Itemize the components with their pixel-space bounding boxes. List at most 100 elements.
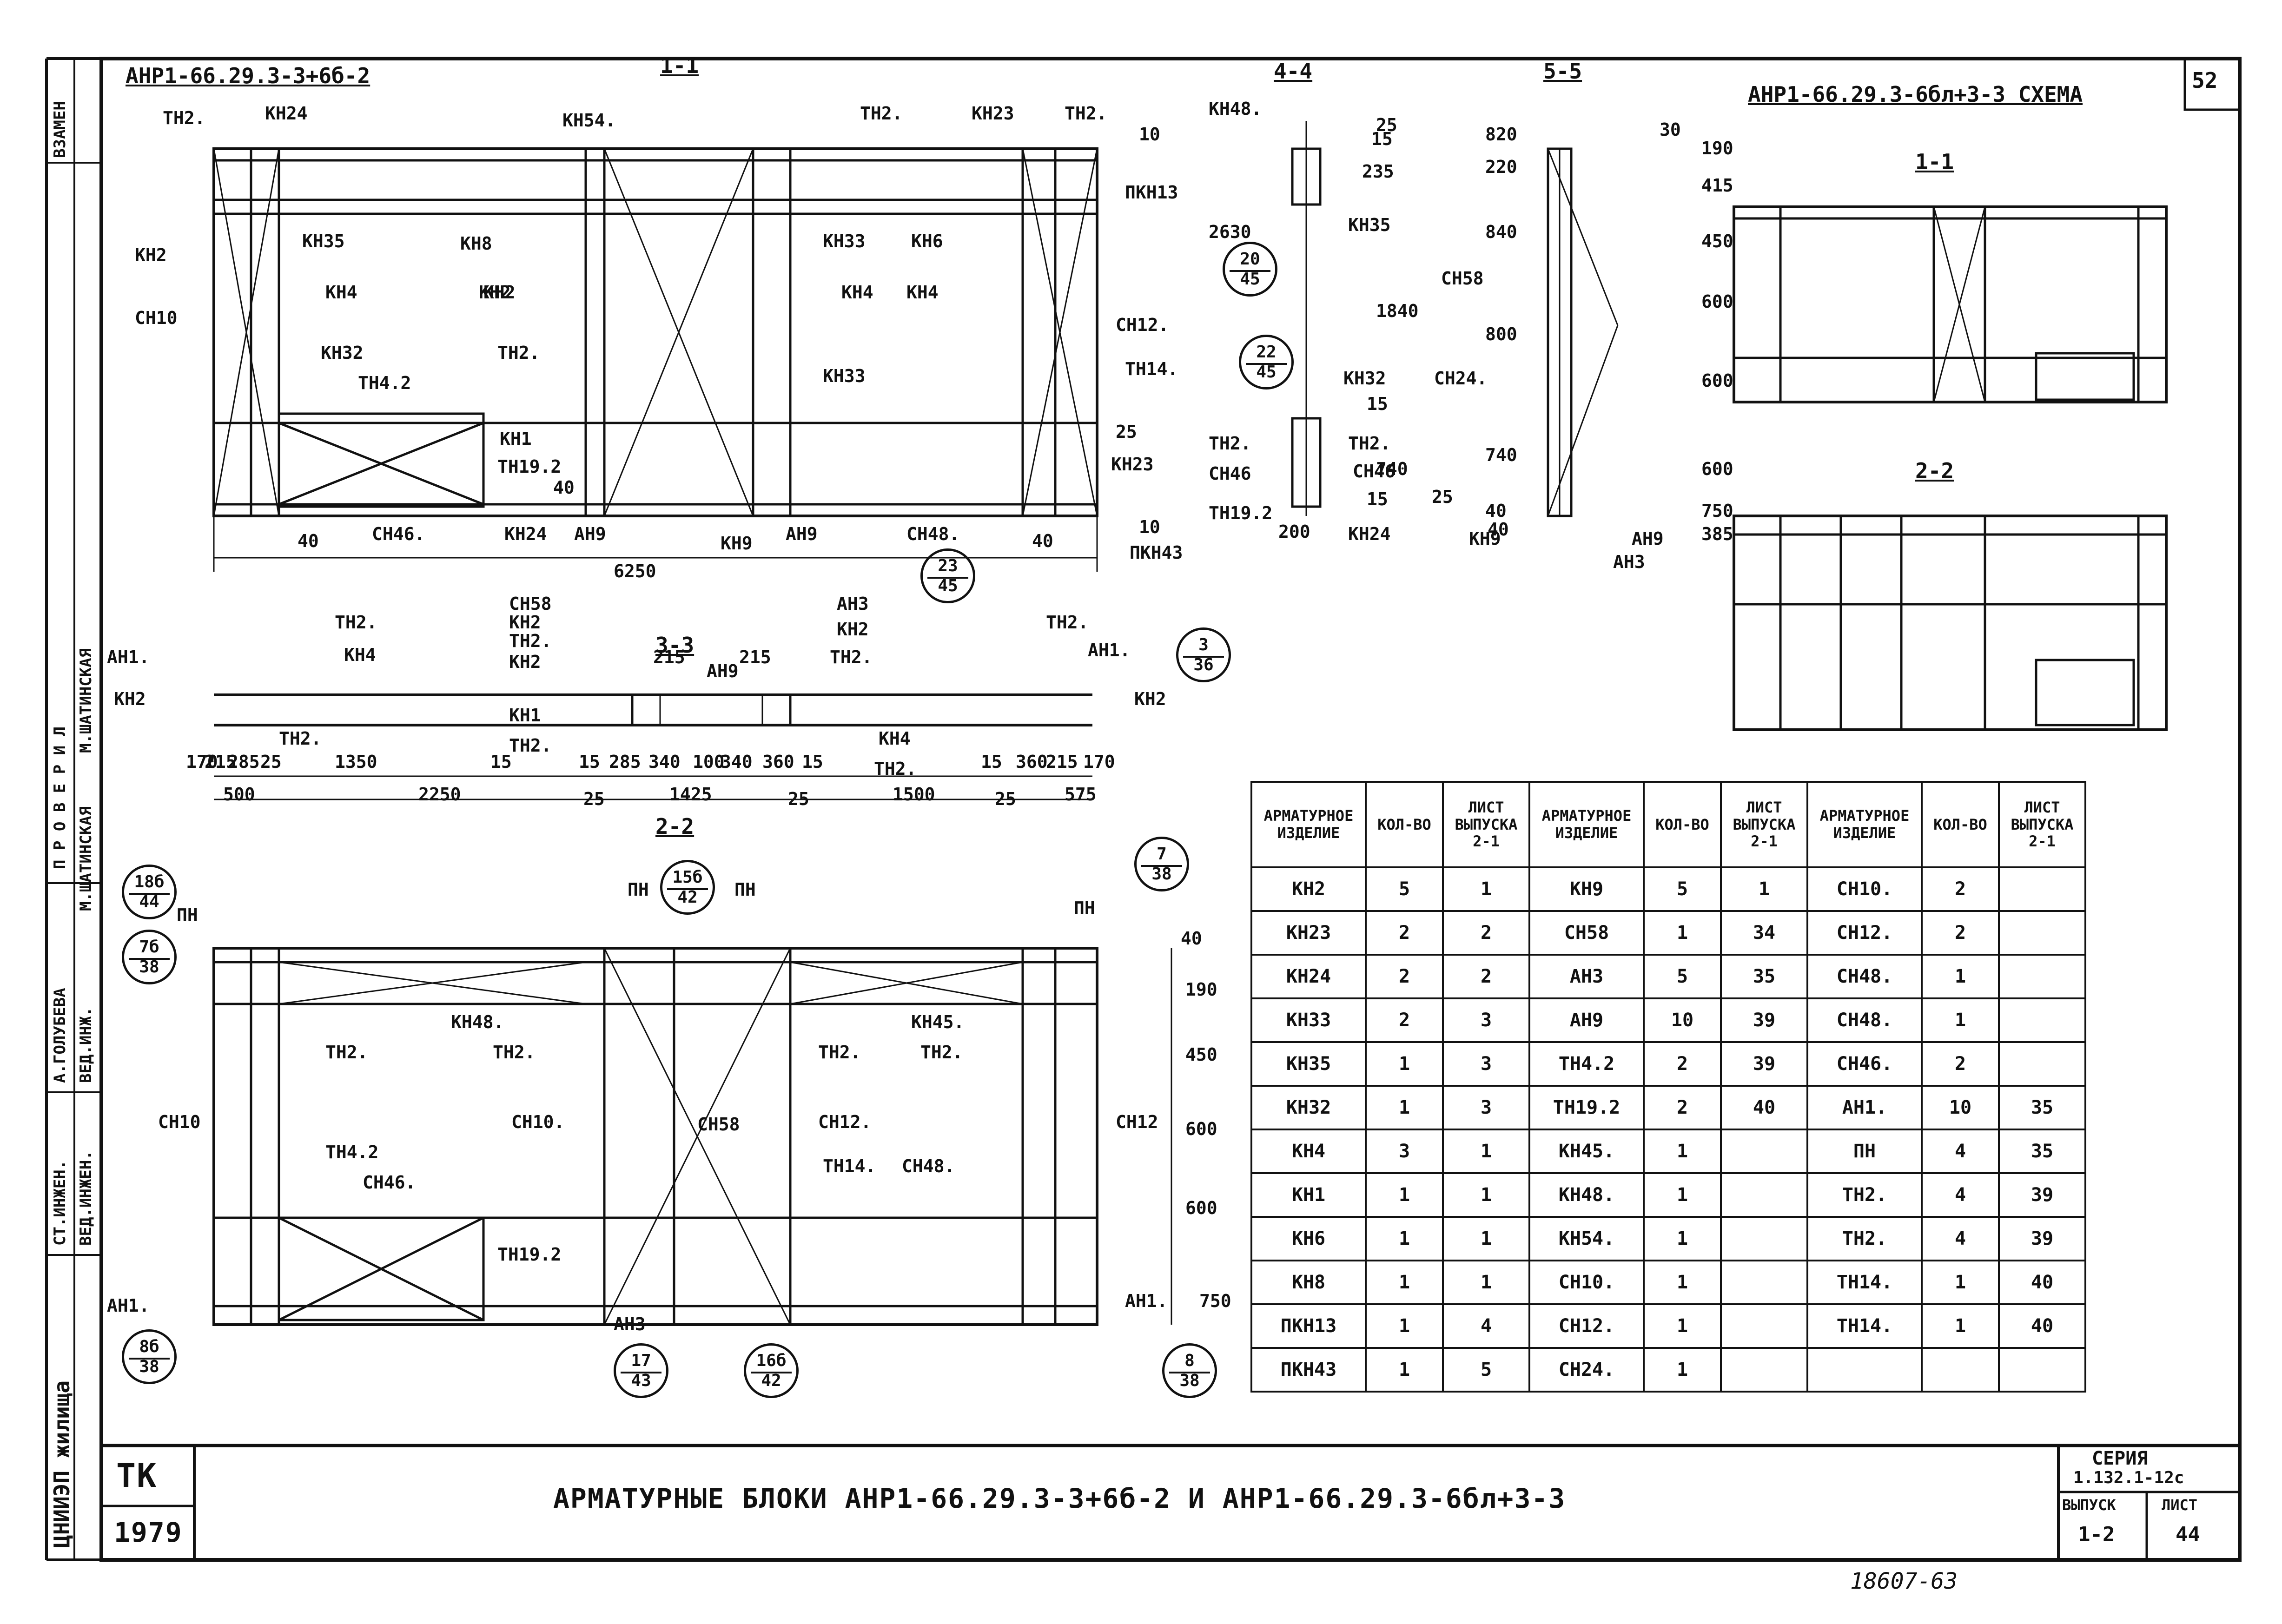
element-label: АН9	[574, 524, 606, 544]
callout-bottom: 38	[1151, 865, 1172, 884]
spec-cell: КН45.	[1528, 1129, 1645, 1174]
spec-cell	[1998, 910, 2086, 956]
dimension-label: 15	[1371, 129, 1393, 149]
dimension-label: 40	[298, 531, 319, 551]
element-label: КН48.	[451, 1012, 504, 1032]
element-label: КН2	[509, 652, 541, 672]
element-label: КН33	[823, 366, 866, 386]
element-label: КН23	[972, 103, 1014, 124]
element-label: ТН2.	[1348, 433, 1391, 454]
spec-cell: 1	[1442, 866, 1530, 912]
spec-cell: КН48.	[1528, 1172, 1645, 1218]
spec-cell: 4	[1442, 1303, 1530, 1349]
spec-cell: КН9	[1528, 866, 1645, 912]
element-label: ТН2.	[1209, 433, 1251, 454]
spec-cell: 10	[1643, 997, 1722, 1043]
list-value: 44	[2176, 1523, 2200, 1546]
element-label: ТН2.	[1065, 103, 1107, 124]
spec-cell: 1	[1365, 1260, 1444, 1305]
spec-cell: 3	[1442, 997, 1530, 1043]
spec-cell	[1998, 1347, 2086, 1393]
spec-cell: 1	[1643, 1260, 1722, 1305]
element-label: ТН19.2	[497, 1244, 562, 1265]
element-label: АН9	[707, 661, 739, 681]
element-label: КН45.	[911, 1012, 965, 1032]
spec-cell: СН10.	[1528, 1260, 1645, 1305]
name-1: М.ШАТИНСКАЯ	[77, 648, 95, 753]
element-label: ПН	[177, 905, 198, 925]
dimension-label: 1350	[335, 752, 377, 772]
dimension-label: 190	[1185, 979, 1217, 1000]
element-label: СН12	[1116, 1112, 1158, 1132]
dimension-label: 1425	[669, 784, 712, 805]
dimension-label: 740	[1485, 445, 1517, 465]
element-label: КН4	[344, 645, 376, 665]
spec-cell: 39	[1720, 1041, 1808, 1087]
spec-cell	[1998, 954, 2086, 999]
spec-cell: 39	[1720, 997, 1808, 1043]
element-label: КН35	[302, 231, 345, 251]
element-label: ТН2.	[860, 103, 903, 124]
element-label: ТН19.2	[497, 456, 562, 477]
dimension-label: 25	[1376, 115, 1397, 135]
callout-top: 17	[631, 1351, 651, 1370]
spec-cell: КН4	[1250, 1129, 1367, 1174]
element-label: ТН2.	[163, 108, 205, 128]
section-title: 1-1	[660, 53, 699, 78]
dimension-label: 170	[1083, 752, 1115, 772]
spec-cell: 35	[1998, 1085, 2086, 1130]
spec-cell: 1	[1643, 1347, 1722, 1393]
element-label: АН3	[837, 594, 869, 614]
spec-cell: 4	[1921, 1172, 2000, 1218]
spec-cell: 3	[1442, 1041, 1530, 1087]
element-label: ТН19.2	[1209, 503, 1273, 523]
element-label: СН58	[1441, 268, 1484, 289]
element-label: СН46.	[372, 524, 425, 544]
callout-bottom: 38	[139, 1357, 159, 1376]
callout-top: 8б	[139, 1337, 159, 1356]
spec-cell: 10	[1921, 1085, 2000, 1130]
dimension-label: 600	[1701, 370, 1733, 391]
dimension-label: 100	[693, 752, 725, 772]
dimension-label: 600	[1701, 291, 1733, 312]
spec-cell: ТН2.	[1806, 1172, 1923, 1218]
role-3: ВЕД.ИНЖЕН.	[77, 1150, 95, 1246]
callout-bottom: 42	[677, 888, 698, 907]
dimension-label: 40	[1032, 531, 1053, 551]
element-label: КН54.	[562, 110, 616, 131]
spec-cell: 40	[1998, 1260, 2086, 1305]
spec-cell: 2	[1643, 1085, 1722, 1130]
dimension-label: 360	[762, 752, 794, 772]
spec-cell	[1720, 1303, 1808, 1349]
spec-cell: КН6	[1250, 1216, 1367, 1261]
element-label: КН2	[135, 245, 167, 265]
stamp-year: 1979	[114, 1517, 183, 1548]
spec-cell: 3	[1365, 1129, 1444, 1174]
dimension-label: 40	[1488, 519, 1509, 540]
spec-cell: ТН4.2	[1528, 1041, 1645, 1087]
spec-cell: 40	[1720, 1085, 1808, 1130]
callout-divider	[751, 1372, 792, 1373]
spec-cell: СН46.	[1806, 1041, 1923, 1087]
spec-cell: 34	[1720, 910, 1808, 956]
spec-cell: 1	[1921, 1303, 2000, 1349]
element-label: АН9	[786, 524, 818, 544]
seriya-label: СЕРИЯ	[2092, 1448, 2148, 1469]
spec-cell: ТН19.2	[1528, 1085, 1645, 1130]
dimension-label: 360	[1016, 752, 1048, 772]
vypusk-label: ВЫПУСК	[2062, 1496, 2116, 1514]
element-label: СН58	[697, 1114, 740, 1135]
callout-bottom: 45	[938, 576, 958, 595]
spec-cell: 2	[1921, 866, 2000, 912]
element-label: АН9	[1632, 528, 1664, 549]
dimension-label: 30	[1660, 119, 1681, 140]
spec-cell: КН8	[1250, 1260, 1367, 1305]
dimension-label: 40	[1181, 928, 1202, 949]
element-label: СН12.	[1116, 315, 1169, 335]
spec-cell: 1	[1365, 1172, 1444, 1218]
spec-cell: 4	[1921, 1129, 2000, 1174]
spec-cell: 4	[1921, 1216, 2000, 1261]
